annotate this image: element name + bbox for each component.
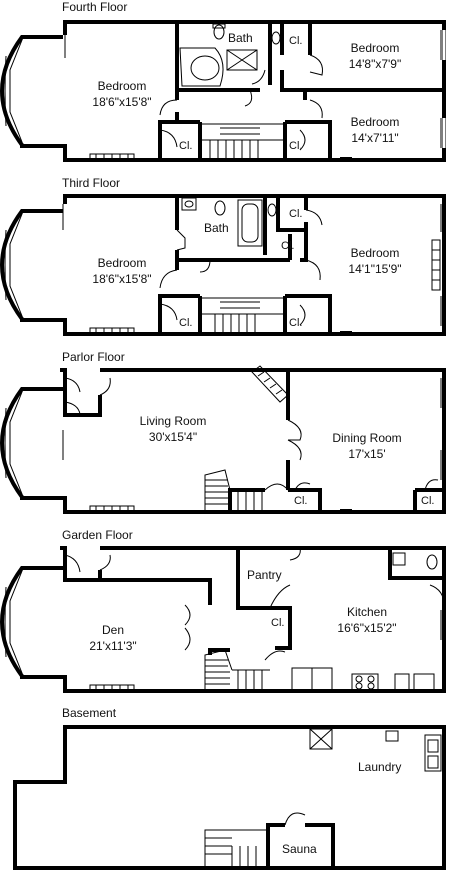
room-dims: 17'x15': [348, 447, 386, 461]
third-closet-mid: Cl.: [281, 240, 295, 252]
third-closet-left: Cl.: [179, 317, 193, 329]
fourth-bedroom-front-top: Bedroom 14'8"x7'9": [340, 40, 410, 72]
third-floor-walls: [0, 194, 446, 336]
room-dims: 18'6"x15'8": [92, 95, 152, 109]
third-bedroom-main: Bedroom 18'6"x15'8": [72, 255, 172, 287]
fourth-bedroom-front-bottom: Bedroom 14'x7'11": [340, 114, 410, 146]
garden-kitchen: Kitchen 16'6"x15'2": [327, 604, 407, 636]
room-dims: 14'8"x7'9": [348, 57, 402, 71]
basement-laundry-label: Laundry: [358, 760, 402, 774]
third-bedroom-front: Bedroom 14'1"15'9": [340, 245, 410, 277]
parlor-closet-right: Cl.: [421, 495, 435, 507]
parlor-living-room: Living Room 30'x15'4": [125, 413, 221, 445]
parlor-closet-mid: Cl.: [294, 495, 308, 507]
room-dims: 14'x7'11": [351, 131, 399, 145]
fourth-closet-left: Cl.: [179, 140, 193, 152]
garden-floor-walls: [0, 546, 446, 693]
fourth-bath-label: Bath: [228, 31, 253, 45]
basement-title: Basement: [62, 706, 117, 720]
room-name: Bedroom: [350, 41, 400, 55]
basement-sauna-label: Sauna: [282, 842, 317, 856]
room-name: Dining Room: [332, 431, 402, 445]
room-dims: 30'x15'4": [148, 430, 198, 444]
parlor-floor-walls: [0, 365, 446, 514]
third-closet-right: Cl.: [289, 317, 303, 329]
room-dims: 16'6"x15'2": [337, 621, 397, 635]
room-dims: 21'x11'3": [89, 639, 137, 653]
parlor-dining-room: Dining Room 17'x15': [325, 430, 409, 462]
garden-closet-label: Cl.: [271, 617, 285, 629]
room-name: Bedroom: [350, 246, 400, 260]
room-dims: 14'1"15'9": [348, 262, 402, 276]
fourth-closet-right: Cl.: [289, 140, 303, 152]
fourth-bedroom-main: Bedroom 18'6"x15'8": [72, 78, 172, 110]
third-bath-label: Bath: [204, 221, 229, 235]
garden-floor-title: Garden Floor: [62, 528, 133, 542]
room-name: Living Room: [139, 414, 207, 428]
fourth-closet-top: Cl.: [289, 35, 303, 47]
room-dims: 18'6"x15'8": [92, 272, 152, 286]
garden-den: Den 21'x11'3": [78, 622, 148, 654]
fourth-floor-title: Fourth Floor: [62, 0, 128, 14]
garden-pantry-label: Pantry: [247, 568, 282, 582]
parlor-floor-title: Parlor Floor: [62, 350, 125, 364]
fourth-floor-walls: [0, 20, 446, 162]
third-floor-title: Third Floor: [62, 176, 121, 190]
third-closet-top: Cl.: [289, 208, 303, 220]
room-name: Bedroom: [97, 256, 147, 270]
basement-walls: [13, 725, 446, 870]
room-name: Den: [101, 623, 124, 637]
room-name: Kitchen: [346, 605, 388, 619]
room-name: Bedroom: [350, 115, 400, 129]
room-name: Bedroom: [97, 79, 147, 93]
